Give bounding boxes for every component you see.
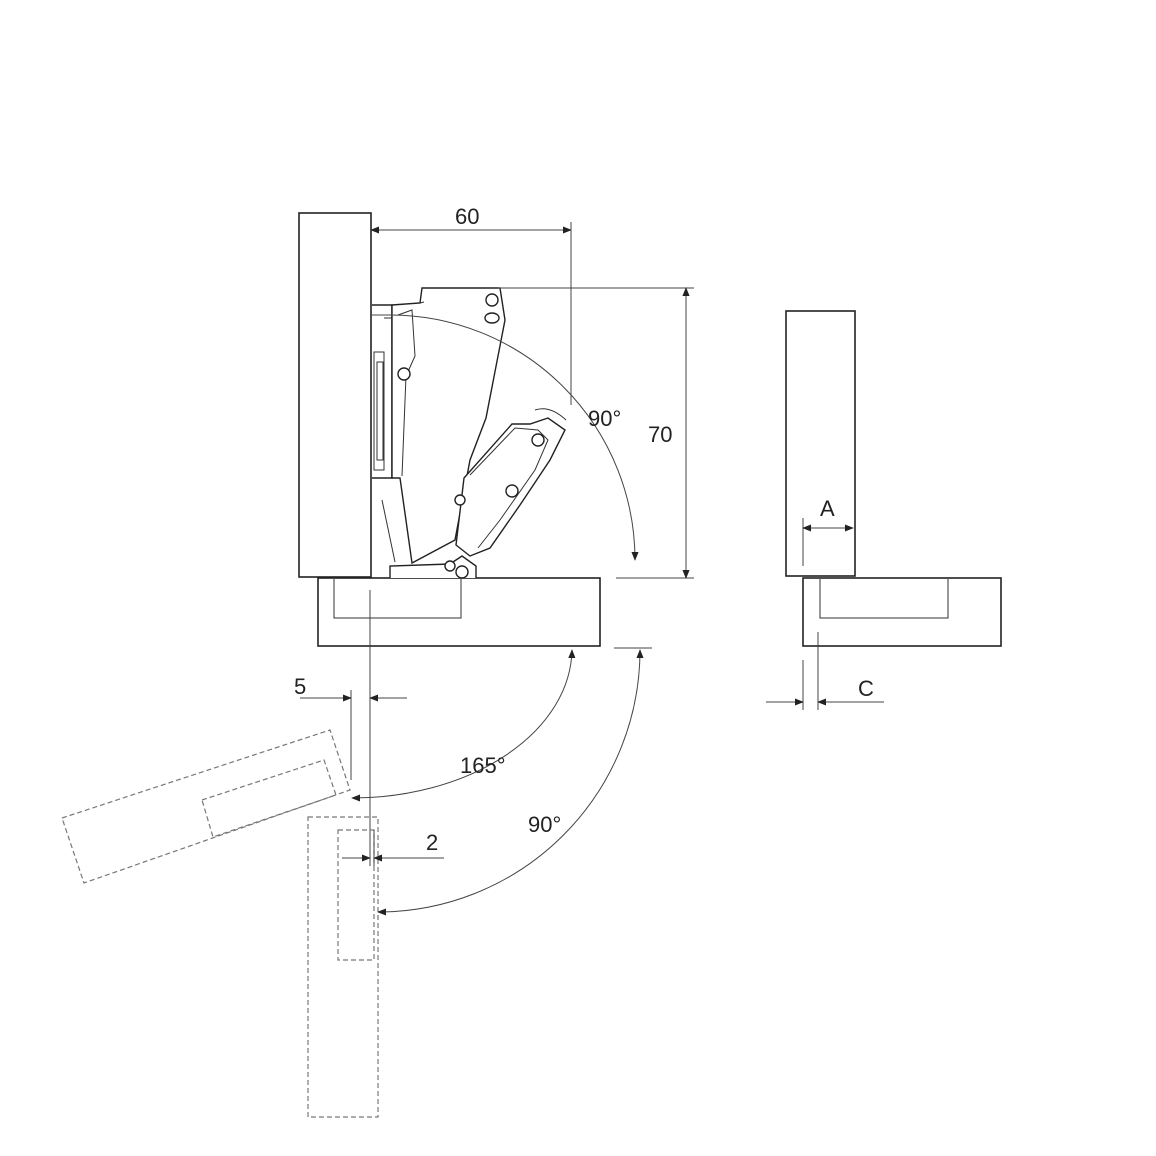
dimension-a-label: A	[820, 496, 835, 521]
angle-90-bottom: 90°	[377, 649, 644, 916]
dimension-2-label: 2	[426, 830, 438, 855]
angle-90-top-label: 90°	[588, 406, 621, 431]
dimension-70: 70	[498, 287, 694, 579]
hinge-mechanism	[372, 287, 567, 579]
angle-90-top: 90°	[371, 314, 639, 561]
door-open-90	[307, 816, 379, 1118]
dimension-60-label: 60	[455, 204, 479, 229]
side-door-panel	[785, 310, 856, 577]
door-open-165	[61, 729, 351, 884]
dimension-5-label: 5	[294, 674, 306, 699]
dimension-c-label: C	[858, 676, 874, 701]
angle-165-label: 165°	[460, 753, 506, 778]
dimension-a: A	[802, 496, 854, 566]
side-cabinet-panel	[802, 577, 1002, 647]
angle-165: 165°	[351, 649, 576, 802]
cabinet-panel	[317, 577, 601, 647]
cabinet-mounting-recess	[333, 579, 462, 619]
dimension-70-label: 70	[648, 422, 672, 447]
dimension-60: 60	[370, 204, 572, 405]
side-mounting-recess	[819, 579, 949, 619]
door-panel	[298, 212, 372, 578]
dimension-c: C	[766, 632, 884, 710]
angle-90-bottom-label: 90°	[528, 812, 561, 837]
dimension-2: 2	[342, 830, 444, 866]
